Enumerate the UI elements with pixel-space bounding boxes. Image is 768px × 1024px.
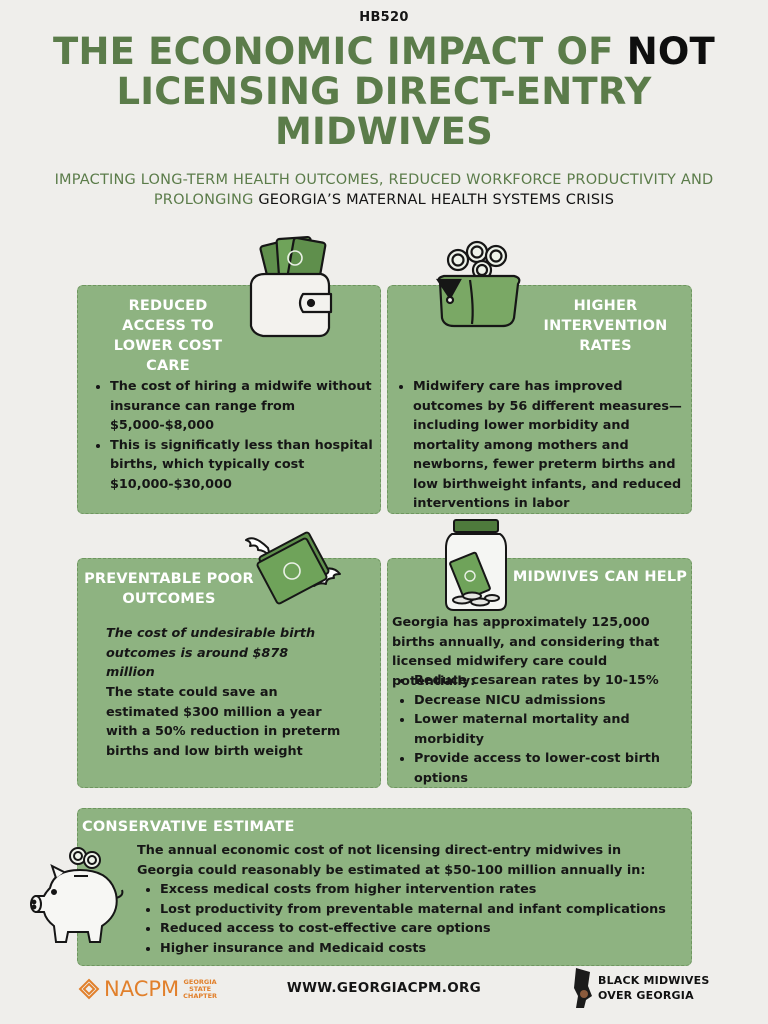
flying-money-icon [245,531,341,605]
list-item: Reduced access to cost-effective care op… [160,919,680,939]
card-title: MIDWIVES CAN HELP [512,569,688,585]
bmog-name: BLACK MIDWIVES OVER GEORGIA [598,973,709,1003]
bullet-list: Excess medical costs from higher interve… [160,880,680,958]
title-line2: LICENSING DIRECT-ENTRY [116,70,652,113]
bmog-line: OVER GEORGIA [598,989,694,1002]
card-title-line: RATES [579,338,632,354]
card-reduced-access: REDUCED ACCESS TO LOWER COST CARE The co… [77,285,381,514]
card-title: HIGHER INTERVENTION RATES [518,296,693,356]
nacpm-name: NACPM [104,977,180,1001]
list-item: Lower maternal mortality and morbidity [414,710,688,749]
card-title-line: INTERVENTION [543,318,668,334]
list-item: Lost productivity from preventable mater… [160,900,680,920]
card-title: CONSERVATIVE ESTIMATE [82,819,295,835]
card-title-line: LOWER COST [113,338,223,354]
bullet-list: Reduce cesarean rates by 10-15% Decrease… [414,671,688,788]
list-item: Higher insurance and Medicaid costs [160,939,680,959]
help-intro-text: Georgia has approximately 125,000 births… [392,615,660,689]
title-line1: THE ECONOMIC IMPACT OF [53,30,627,73]
card-title: REDUCED ACCESS TO LOWER COST CARE [78,296,258,376]
page-title: THE ECONOMIC IMPACT OF NOT LICENSING DIR… [20,32,748,152]
list-item: The cost of hiring a midwife without ins… [110,377,375,436]
bmog-logo-icon [574,968,592,1008]
list-item: Midwifery care has improved outcomes by … [413,377,685,514]
card-midwives-can-help: MIDWIVES CAN HELP Georgia has approximat… [387,558,692,788]
card-title-line: REDUCED [128,298,208,314]
bill-number: HB520 [359,10,409,25]
card-title-line: HIGHER [573,298,638,314]
bullet-list: The cost of hiring a midwife without ins… [110,377,375,494]
card-title-line: PREVENTABLE POOR [84,571,254,587]
website-link[interactable]: WWW.GEORGIACPM.ORG [286,980,482,996]
nacpm-logo-icon [78,978,100,1000]
piggy-bank-icon [30,847,124,943]
card-higher-intervention: HIGHER INTERVENTION RATES Midwifery care… [387,285,692,514]
nacpm-logo: NACPM GEORGIA STATE CHAPTER [78,974,217,1004]
list-item: Excess medical costs from higher interve… [160,880,680,900]
bmog-line: BLACK MIDWIVES [598,974,710,987]
nacpm-chapter-line: GEORGIA [183,977,217,986]
card-title: PREVENTABLE POOR OUTCOMES [78,569,260,609]
savings-text: The state could save an estimated $300 m… [106,685,341,759]
nacpm-chapter-line: CHAPTER [183,991,218,1000]
outcome-cost-text: The cost of undesirable birth outcomes i… [106,626,316,680]
list-item: Decrease NICU admissions [414,691,688,711]
subtitle: IMPACTING LONG-TERM HEALTH OUTCOMES, RED… [30,170,738,210]
bullet-list: Midwifery care has improved outcomes by … [413,377,685,514]
nacpm-chapter: GEORGIA STATE CHAPTER [183,977,218,1000]
list-item: Provide access to lower-cost birth optio… [414,749,688,788]
card-conservative-estimate: CONSERVATIVE ESTIMATE The annual economi… [77,808,692,966]
card-title-line: CARE [146,358,190,374]
wallet-cash-icon [249,235,333,338]
card-preventable-outcomes: PREVENTABLE POOR OUTCOMES The cost of un… [77,558,381,788]
list-item: This is significatly less than hospital … [110,436,375,495]
title-line3: MIDWIVES [274,110,494,153]
money-jar-icon [445,519,507,611]
title-emphasis: NOT [626,30,715,73]
coin-purse-icon [435,240,521,328]
estimate-intro-text: The annual economic cost of not licensin… [137,843,646,878]
list-item: Reduce cesarean rates by 10-15% [414,671,688,691]
nacpm-chapter-line: STATE [189,984,212,993]
card-title-line: OUTCOMES [122,591,216,607]
bmog-logo: BLACK MIDWIVES OVER GEORGIA [572,966,709,1010]
subtitle-dark: GEORGIA’S MATERNAL HEALTH SYSTEMS CRISIS [258,192,615,208]
card-title-line: ACCESS TO [122,318,214,334]
subtitle-green: IMPACTING LONG-TERM HEALTH OUTCOMES, RED… [54,172,714,208]
